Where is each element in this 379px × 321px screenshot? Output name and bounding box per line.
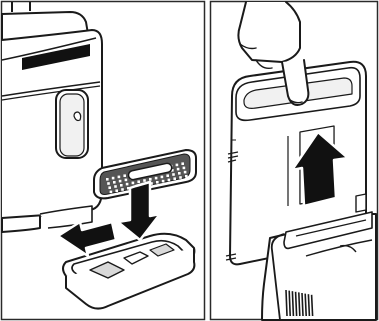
left-panel (2, 2, 205, 320)
vent-slot (289, 291, 290, 316)
right-panel (211, 2, 378, 321)
grid-hole (176, 164, 179, 167)
grid-hole (137, 180, 140, 183)
grid-hole (106, 178, 109, 181)
grid-hole (114, 185, 117, 188)
grid-hole (178, 172, 181, 175)
vent-slot (302, 293, 303, 316)
grid-hole (110, 191, 113, 194)
grid-hole (172, 173, 175, 176)
grid-hole (162, 180, 165, 183)
vent-slot (305, 294, 306, 316)
grid-hole (112, 177, 115, 180)
vent-slot (312, 295, 313, 316)
grid-hole (181, 162, 184, 165)
grid-hole (177, 168, 180, 171)
grid-hole (183, 167, 186, 170)
grid-hole (108, 186, 111, 189)
grid-hole (132, 182, 135, 185)
grid-hole (156, 181, 159, 184)
grid-hole (155, 177, 158, 180)
grid-hole (149, 178, 152, 181)
grid-hole (118, 176, 121, 179)
grid-hole (123, 174, 126, 177)
grid-hole (179, 176, 182, 179)
grid-hole (143, 179, 146, 182)
grid-hole (126, 183, 129, 186)
grid-hole (107, 182, 110, 185)
vent-slot (296, 292, 297, 316)
grid-hole (173, 177, 176, 180)
vent-slot (286, 290, 287, 316)
grid-hole (115, 189, 118, 192)
grid-hole (168, 179, 171, 182)
grid-hole (121, 188, 124, 191)
grid-hole (161, 176, 164, 179)
grid-hole (120, 184, 123, 187)
grid-hole (125, 179, 128, 182)
vent-slot (308, 294, 309, 316)
vent-slot (292, 291, 293, 316)
grid-hole (184, 171, 187, 174)
grid-hole (113, 181, 116, 184)
coffee-machine-icon (2, 2, 102, 232)
grid-hole (119, 180, 122, 183)
vent-slot (299, 292, 300, 316)
grid-hole (166, 174, 169, 177)
grid-hole (185, 175, 188, 178)
